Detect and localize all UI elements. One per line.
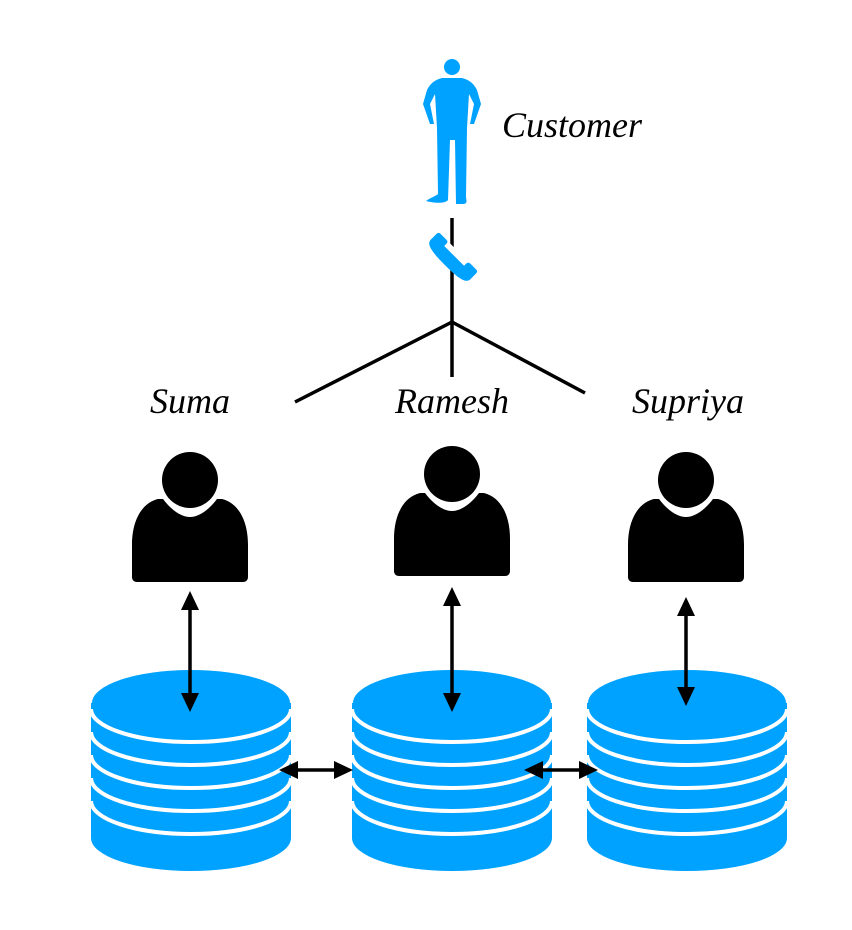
arrow-ramesh-db <box>443 587 461 712</box>
agent-label-supriya: Supriya <box>632 381 744 421</box>
agent-label-suma: Suma <box>150 381 230 421</box>
customer-icon <box>423 59 481 204</box>
user-icon-supriya <box>628 448 744 582</box>
user-icon-ramesh <box>394 442 510 576</box>
arrow-suma-db <box>181 591 199 712</box>
arrow-db-ramesh-supriya <box>524 761 598 779</box>
user-icon-suma <box>132 448 248 582</box>
arrow-db-suma-ramesh <box>279 761 353 779</box>
arrow-supriya-db <box>677 597 695 706</box>
agent-label-ramesh: Ramesh <box>394 381 509 421</box>
connector-lines <box>294 218 586 404</box>
customer-label: Customer <box>502 105 643 145</box>
phone-icon <box>429 232 478 281</box>
